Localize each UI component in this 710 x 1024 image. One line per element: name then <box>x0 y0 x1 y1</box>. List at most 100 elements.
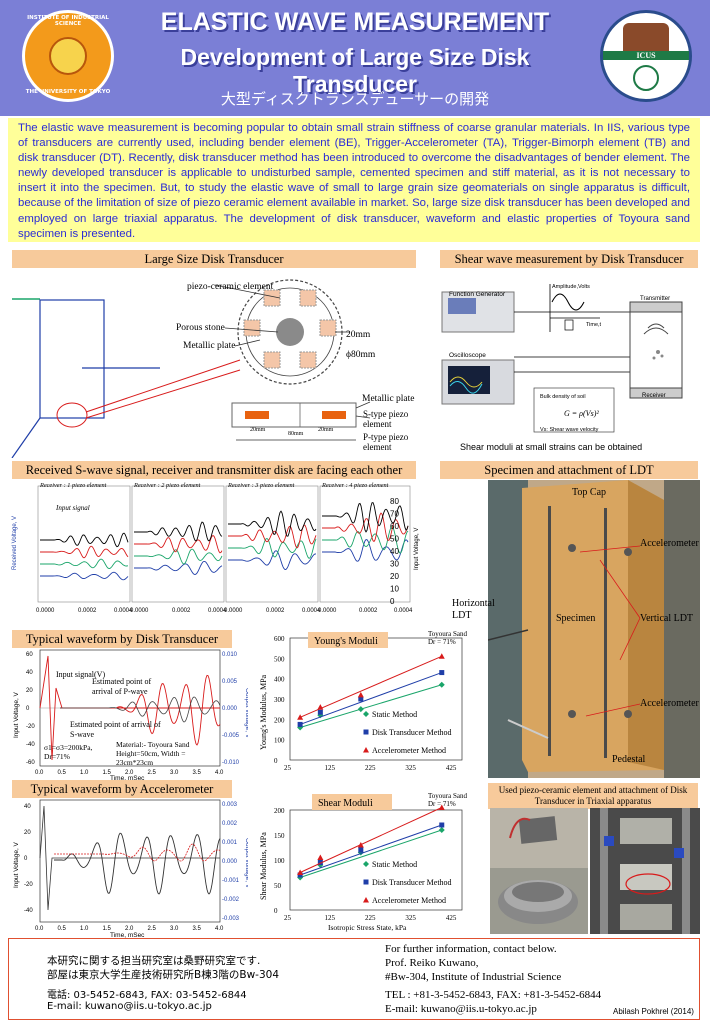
x-tick-label: 325 <box>405 764 416 772</box>
legend-marker <box>363 711 369 717</box>
data-point <box>317 709 323 715</box>
plot-area <box>289 637 463 761</box>
y-tick-label: 60 <box>390 522 399 531</box>
label-specimen: Specimen <box>556 613 596 624</box>
data-point <box>438 653 445 659</box>
disk-diagram <box>11 279 371 458</box>
receiver-signal-line <box>60 696 221 723</box>
label-amplitude: Amplitude,Volts <box>552 284 590 290</box>
label-time: Time,t <box>586 322 602 328</box>
y-tick-label: 0.005 <box>222 679 238 685</box>
y-tick-label: 0.002 <box>222 821 238 827</box>
label-top-cap: Top Cap <box>572 487 607 498</box>
label-20mm: 20mm <box>346 330 371 340</box>
data-point <box>357 842 364 848</box>
trend-line <box>299 807 442 873</box>
y-tick-label: 20 <box>390 572 399 581</box>
x-tick-label: 1.5 <box>103 770 112 776</box>
y-tick-label: 300 <box>274 696 285 704</box>
legend-marker <box>363 729 369 735</box>
title-line1: ELASTIC WAVE MEASUREMENT <box>160 8 550 36</box>
header-banner: INSTITUTE OF INDUSTRIAL SCIENCE THE UNIV… <box>0 0 710 116</box>
x-tick-label: 25 <box>284 914 292 922</box>
label-vertical-ldt: Vertical LDT <box>640 613 694 624</box>
label-p-type: P-type piezo element <box>363 432 409 452</box>
legend-label: Static Method <box>372 860 417 869</box>
y-tick-label: 0 <box>24 856 28 862</box>
label-bulk-density: Bulk density of soil <box>540 394 586 400</box>
plot-area <box>39 799 221 923</box>
y-tick-label: 500 <box>274 655 285 663</box>
y-tick-label: 80 <box>390 497 399 506</box>
x-tick-label: 1.0 <box>80 926 89 932</box>
data-point <box>438 804 445 810</box>
section-received: Received S-wave signal, receiver and tra… <box>12 461 416 479</box>
specimen-arrows <box>579 545 641 717</box>
x-tick-label: 0.0000 <box>318 608 337 614</box>
y-tick-label: 0.010 <box>222 652 238 658</box>
label-d20b: 20mm <box>318 427 334 433</box>
y-tick-label: 0 <box>26 706 30 712</box>
chart-title: Shear Moduli <box>318 798 373 809</box>
dt-est-s: Estimated point of arrival of S-wave <box>70 720 161 739</box>
data-point <box>357 691 364 698</box>
y-tick-label: -20 <box>24 882 33 888</box>
legend-marker <box>363 897 369 903</box>
x-tick-label: 425 <box>446 764 457 772</box>
received-signal-line <box>40 532 129 548</box>
input-signal-line <box>39 805 220 911</box>
y-tick-label: 20 <box>26 688 33 694</box>
y-tick-label: 30 <box>390 560 399 569</box>
footer-en-2: Prof. Reiko Kuwano, <box>385 957 479 969</box>
trend-line <box>299 672 442 725</box>
receiver-panel <box>319 485 411 603</box>
footer-en-3: #Bw-304, Institute of Industrial Science <box>385 971 562 983</box>
received-signal-line <box>228 537 317 559</box>
trend-line <box>299 824 442 876</box>
x-tick-label: 325 <box>405 914 416 922</box>
y-axis-label: Output voltage, V <box>244 838 248 889</box>
received-signal-line <box>40 545 129 559</box>
received-signal-line <box>40 558 129 569</box>
receiver-label: Receiver : 4 piezo element <box>321 482 389 489</box>
y-tick-label: -0.002 <box>222 897 240 903</box>
data-point <box>439 670 445 676</box>
received-signal-line <box>40 571 129 581</box>
y-axis-label: Input Voltage, V <box>13 841 20 888</box>
section-typical-acc: Typical waveform by Accelerometer <box>12 780 232 798</box>
icus-logo-text: ICUS <box>603 51 689 60</box>
y-tick-label: 150 <box>274 832 285 840</box>
abstract-box: The elastic wave measurement is becoming… <box>8 118 700 242</box>
x-tick-label: 0.0002 <box>266 608 285 614</box>
dt-est-p: Estimated point of arrival of P-wave <box>92 677 152 696</box>
x-tick-label: 3.5 <box>193 926 202 932</box>
footer-en-1: For further information, contact below. <box>385 943 557 955</box>
y-tick-label: 400 <box>274 676 285 684</box>
y-tick-label: 0 <box>274 907 278 915</box>
x-tick-label: 0.0002 <box>78 608 97 614</box>
trend-line <box>299 655 442 718</box>
label-s-type: S-type piezo element <box>363 409 409 429</box>
contact-footer: 本研究に関する担当研究室は桑野研究室です. 部屋は東京大学生産技術研究所B棟3階… <box>8 938 700 1020</box>
label-oscilloscope: Oscilloscope <box>449 352 486 359</box>
x-tick-label: 0.0002 <box>359 608 378 614</box>
x-axis-label: Time, mSec <box>110 932 145 938</box>
specimen-photo-drawing <box>487 480 700 778</box>
footer-jp-3: 電話: 03-5452-6843, FAX: 03-5452-6844 <box>47 990 247 1001</box>
x-tick-label: 0.0000 <box>36 608 55 614</box>
y-tick-label: 0 <box>274 757 278 765</box>
y-tick-label: -0.010 <box>222 760 240 766</box>
y-tick-label: 100 <box>274 737 285 745</box>
receiver-label: Receiver : 3 piezo element <box>227 482 295 489</box>
input-signal-label: Input signal <box>55 504 90 512</box>
receiver-panel <box>37 485 131 603</box>
chart-title: Young's Moduli <box>314 636 378 647</box>
label-pedestal: Pedestal <box>612 754 646 765</box>
accelerometer-signal-line <box>54 832 221 895</box>
y-tick-label: 40 <box>390 547 399 556</box>
y-tick-label: 10 <box>390 585 399 594</box>
